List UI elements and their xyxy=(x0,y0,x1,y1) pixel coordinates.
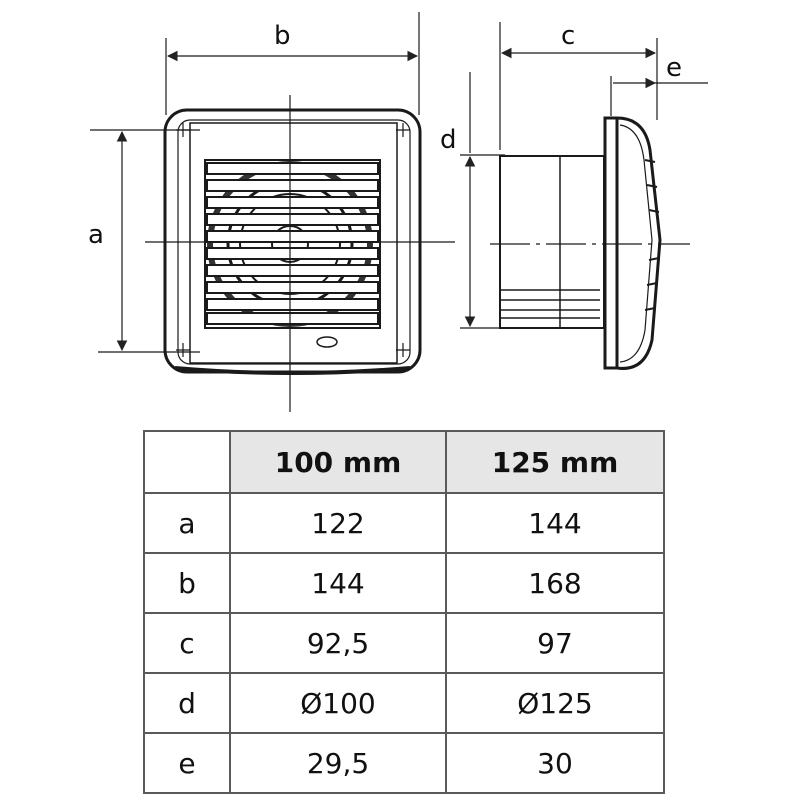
dim-label-c: c xyxy=(561,21,575,51)
side-view xyxy=(499,116,662,370)
dim-a xyxy=(90,129,200,353)
column-header: 125 mm xyxy=(445,430,665,494)
dim-label-b: b xyxy=(274,21,291,51)
row-key: e xyxy=(143,732,231,794)
table-cell: 144 xyxy=(229,552,447,614)
table-cell: Ø125 xyxy=(445,672,665,734)
dimensions-table: 100 mm 125 mm a 122 144 b 144 168 c 92,5… xyxy=(143,430,665,794)
table-cell: 168 xyxy=(445,552,665,614)
dim-label-d: d xyxy=(440,125,457,155)
table-cell: 92,5 xyxy=(229,612,447,674)
table-cell: 122 xyxy=(229,492,447,554)
dim-label-e: e xyxy=(666,53,682,83)
table-row: a 122 144 xyxy=(143,492,665,554)
table-header-row: 100 mm 125 mm xyxy=(143,430,665,494)
side-duct-spigot xyxy=(499,155,605,329)
table-row: d Ø100 Ø125 xyxy=(143,672,665,734)
dim-c xyxy=(499,22,658,150)
front-view xyxy=(163,108,422,375)
side-duct-shading xyxy=(500,156,600,328)
row-key: a xyxy=(143,492,231,554)
dim-label-a: a xyxy=(88,220,104,250)
side-front-cover xyxy=(616,116,662,370)
table-cell: 144 xyxy=(445,492,665,554)
row-key: d xyxy=(143,672,231,734)
table-row: e 29,5 30 xyxy=(143,732,665,794)
row-key: b xyxy=(143,552,231,614)
front-centerlines xyxy=(145,95,455,412)
front-badge xyxy=(316,336,338,348)
table-cell: 30 xyxy=(445,732,665,794)
grille-area xyxy=(204,159,381,329)
table-cell: Ø100 xyxy=(229,672,447,734)
table-row: c 92,5 97 xyxy=(143,612,665,674)
column-header: 100 mm xyxy=(229,430,447,494)
grille-louvres xyxy=(206,162,379,325)
table-corner-cell xyxy=(143,430,231,494)
fan-dimension-drawing: b a xyxy=(88,12,708,412)
dim-b xyxy=(165,12,420,115)
side-cover-inner-curve xyxy=(619,124,653,363)
table-cell: 29,5 xyxy=(229,732,447,794)
dim-d xyxy=(460,72,505,329)
dim-e xyxy=(610,76,708,116)
table-cell: 97 xyxy=(445,612,665,674)
front-inner-frame xyxy=(189,122,398,364)
table-row: b 144 168 xyxy=(143,552,665,614)
row-key: c xyxy=(143,612,231,674)
side-mounting-plate xyxy=(603,116,619,370)
front-cover-bottom-edge xyxy=(174,366,411,375)
side-cover-ribs xyxy=(644,159,660,311)
